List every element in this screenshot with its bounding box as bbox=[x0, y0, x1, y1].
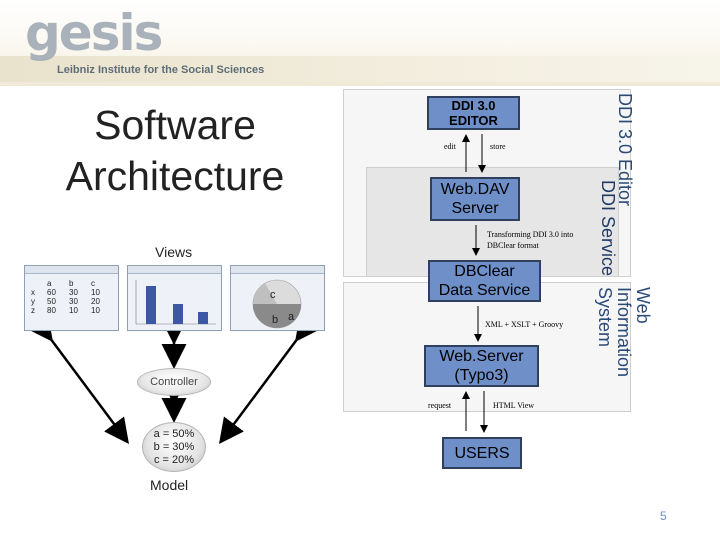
window-titlebar bbox=[128, 266, 221, 274]
dbclear-line-2: Data Service bbox=[438, 282, 531, 299]
web-information-system-label: Web Information System bbox=[595, 287, 653, 412]
pie-slice-a bbox=[253, 304, 301, 328]
pie-slice-b bbox=[253, 283, 277, 304]
table-row: z 80 10 10 bbox=[31, 306, 109, 315]
logo-subtitle: Leibniz Institute for the Social Science… bbox=[57, 64, 265, 76]
bar-b bbox=[173, 304, 183, 324]
webdav-line-1: Web.DAV bbox=[440, 181, 510, 198]
xml-xslt-groovy-label: XML + XSLT + Groovy bbox=[485, 320, 564, 329]
table-header-cell: c bbox=[91, 279, 95, 288]
ddi-editor-region-label: DDI 3.0 Editor bbox=[615, 93, 635, 207]
table-view-window: a b c x 60 30 10 y 50 30 20 z 80 10 10 bbox=[24, 265, 119, 331]
ddi-editor-box: DDI 3.0 EDITOR bbox=[427, 96, 520, 130]
page-number: 5 bbox=[660, 509, 667, 523]
table-cell: z bbox=[31, 306, 35, 315]
bar-c bbox=[198, 312, 208, 324]
users-box: USERS bbox=[442, 437, 522, 469]
slide-title: Software Architecture bbox=[50, 100, 300, 202]
web-info-line-1: Web Information bbox=[614, 287, 653, 378]
gesis-logo: gesis bbox=[25, 4, 163, 62]
webdav-server-box: Web.DAV Server bbox=[430, 177, 520, 221]
header-band bbox=[0, 56, 720, 82]
table-cell: x bbox=[31, 288, 35, 297]
dbclear-line-1: DBClear bbox=[454, 263, 515, 280]
table-cell: 10 bbox=[69, 306, 78, 315]
pie-chart-thumbnail bbox=[252, 279, 302, 329]
table-row: y 50 30 20 bbox=[31, 297, 109, 306]
table-header-row: a b c bbox=[31, 279, 109, 288]
transform-line-2: DBClear format bbox=[487, 241, 539, 250]
webdav-line-2: Server bbox=[451, 200, 499, 217]
model-value-c: c = 20% bbox=[153, 453, 195, 466]
table-cell: 10 bbox=[91, 306, 100, 315]
window-titlebar bbox=[231, 266, 324, 274]
webserver-line-1: Web.Server bbox=[439, 348, 524, 365]
pie-label-b: b bbox=[272, 314, 279, 326]
table-header-cell: b bbox=[69, 279, 74, 288]
views-label: Views bbox=[155, 244, 193, 260]
ddi-service-label: DDI Service bbox=[598, 180, 618, 277]
pie-label-a: a bbox=[288, 311, 295, 323]
views-model-right-arrow bbox=[219, 314, 320, 445]
controller-label: Controller bbox=[150, 376, 198, 388]
title-line-2: Architecture bbox=[65, 153, 285, 199]
web-info-line-2: System bbox=[595, 287, 615, 348]
store-label: store bbox=[490, 142, 506, 151]
bar-chart-view-window bbox=[127, 265, 222, 331]
window-titlebar bbox=[25, 266, 118, 274]
pie-label-c: c bbox=[270, 289, 276, 301]
transform-note: Transforming DDI 3.0 into DBClear format bbox=[487, 229, 573, 251]
controller-node: Controller bbox=[137, 368, 211, 396]
editor-box-line-1: DDI 3.0 bbox=[451, 98, 496, 113]
table-cell: 20 bbox=[91, 297, 100, 306]
table-cell: 60 bbox=[47, 288, 56, 297]
request-label: request bbox=[428, 401, 452, 410]
webserver-typo3-box: Web.Server (Typo3) bbox=[424, 345, 539, 387]
html-view-label: HTML View bbox=[493, 401, 535, 410]
bar-chart-thumbnail bbox=[135, 280, 216, 325]
dbclear-data-service-box: DBClear Data Service bbox=[428, 260, 541, 302]
model-node: a = 50% b = 30% c = 20% bbox=[142, 422, 206, 472]
bar-a bbox=[146, 286, 156, 324]
table-cell: 50 bbox=[47, 297, 56, 306]
table-header-cell: a bbox=[47, 279, 52, 288]
model-value-b: b = 30% bbox=[153, 440, 195, 453]
pie-chart-view-window bbox=[230, 265, 325, 331]
table-cell: 10 bbox=[91, 288, 100, 297]
table-header-cell bbox=[31, 279, 47, 288]
title-line-1: Software bbox=[94, 102, 256, 148]
table-cell: 80 bbox=[47, 306, 56, 315]
webserver-line-2: (Typo3) bbox=[454, 367, 509, 384]
table-cell: 30 bbox=[69, 297, 78, 306]
users-label: USERS bbox=[454, 444, 510, 462]
editor-box-line-2: EDITOR bbox=[449, 113, 498, 128]
views-model-left-arrow bbox=[28, 314, 129, 445]
edit-label: edit bbox=[444, 142, 456, 151]
data-table: a b c x 60 30 10 y 50 30 20 z 80 10 10 bbox=[31, 279, 109, 315]
table-row: x 60 30 10 bbox=[31, 288, 109, 297]
model-label: Model bbox=[150, 477, 189, 493]
model-value-a: a = 50% bbox=[153, 427, 195, 440]
transform-line-1: Transforming DDI 3.0 into bbox=[487, 230, 574, 239]
table-cell: 30 bbox=[69, 288, 78, 297]
table-cell: y bbox=[31, 297, 35, 306]
